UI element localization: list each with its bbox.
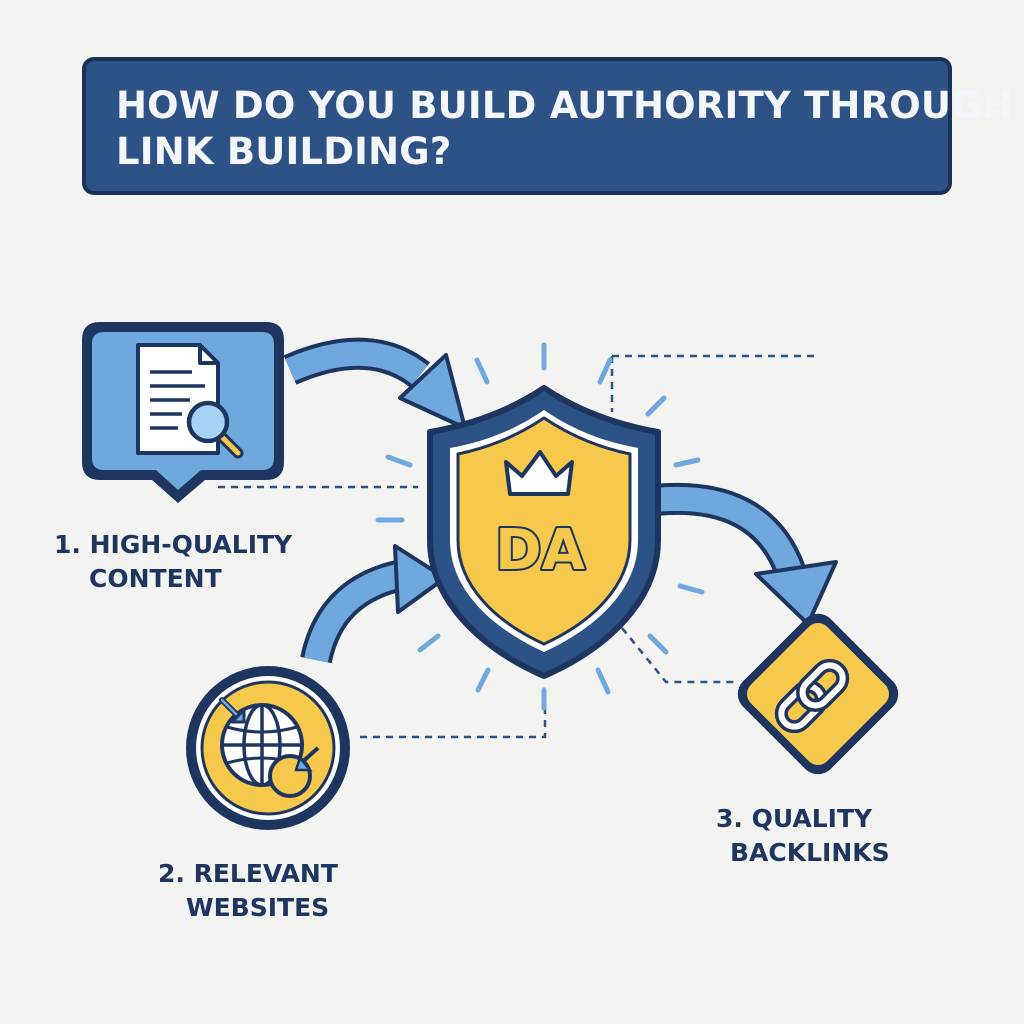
- dashed-connectors: [218, 354, 818, 739]
- da-shield: DA: [427, 385, 661, 679]
- step-2-label-line-1: 2. RELEVANT: [158, 859, 338, 888]
- step-2-label-line-2: WEBSITES: [186, 893, 330, 922]
- step-3-label-line-1: 3. QUALITY: [716, 804, 873, 833]
- title-banner: HOW DO YOU BUILD AUTHORITY THROUGH LINK …: [82, 57, 1013, 195]
- title-line-2: LINK BUILDING?: [116, 130, 452, 173]
- step-3-label-line-2: BACKLINKS: [730, 838, 890, 867]
- arrow-websites-to-shield: [300, 544, 447, 664]
- crown-icon: [504, 450, 574, 496]
- websites-icon-circle: [186, 666, 350, 830]
- dashed-line-websites: [360, 690, 547, 739]
- shield-rays: [375, 342, 705, 711]
- da-badge-text: DA: [495, 518, 585, 583]
- chain-link-icon: [774, 658, 850, 734]
- title-line-1: HOW DO YOU BUILD AUTHORITY THROUGH: [116, 84, 1013, 127]
- content-icon-box: [82, 322, 284, 503]
- step-1-label-line-2: CONTENT: [89, 564, 222, 593]
- step-2-label: 2. RELEVANT WEBSITES: [158, 857, 338, 925]
- arrow-shield-to-backlinks: [653, 482, 838, 626]
- dashed-line-backlinks: [621, 627, 735, 684]
- step-1-label-line-1: 1. HIGH-QUALITY: [54, 530, 293, 559]
- globe-target-icon: [219, 697, 320, 798]
- step-3-label: 3. QUALITY BACKLINKS: [716, 802, 890, 870]
- step-1-label: 1. HIGH-QUALITY CONTENT: [54, 528, 292, 596]
- arrow-content-to-shield: [283, 337, 467, 430]
- document-search-icon: [136, 343, 244, 459]
